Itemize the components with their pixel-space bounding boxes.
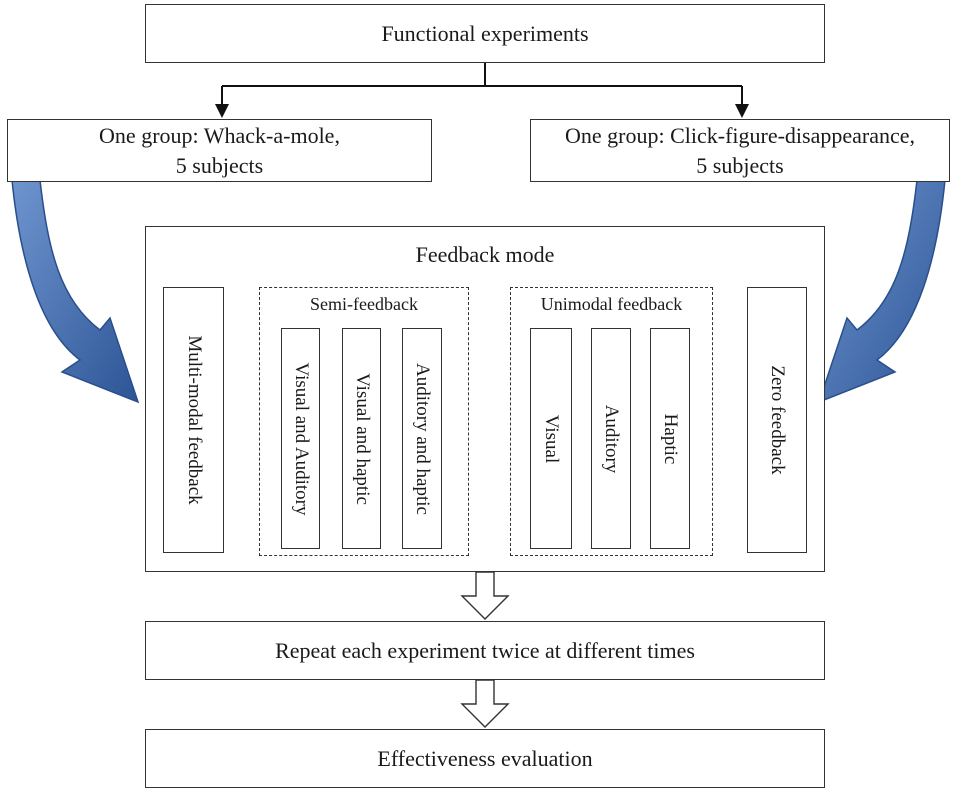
uni-item-haptic: Haptic [650, 328, 690, 549]
feedback-mode-title: Feedback mode [415, 242, 555, 267]
unimodal-feedback-title: Unimodal feedback [540, 294, 683, 314]
arrowhead-left [215, 104, 229, 118]
uni-item-label: Haptic [660, 413, 681, 464]
arrowhead-right [735, 104, 749, 118]
semi-item-visual-haptic: Visual and haptic [342, 328, 381, 549]
uni-item-label: Visual [541, 414, 562, 463]
semi-item-label: Auditory and haptic [412, 362, 433, 515]
right-group-box: One group: Click-figure-disappearance, 5… [530, 119, 950, 182]
unimodal-feedback-group [510, 287, 713, 556]
repeat-experiment-box: Repeat each experiment twice at differen… [145, 621, 825, 680]
left-group-box: One group: Whack-a-mole, 5 subjects [7, 119, 432, 182]
uni-item-visual: Visual [530, 328, 572, 549]
curved-arrow-right [817, 179, 946, 404]
right-group-line1: One group: Click-figure-disappearance, [564, 122, 916, 148]
multi-modal-feedback-label: Multi-modal feedback [183, 335, 205, 505]
feedback-mode-panel [145, 226, 825, 572]
repeat-experiment-label: Repeat each experiment twice at differen… [275, 637, 695, 663]
semi-feedback-title: Semi-feedback [310, 294, 418, 314]
uni-item-label: Auditory [601, 404, 622, 473]
right-group-line2: 5 subjects [696, 152, 784, 178]
semi-item-auditory-haptic: Auditory and haptic [402, 328, 442, 549]
uni-item-auditory: Auditory [591, 328, 631, 549]
effectiveness-evaluation-label: Effectiveness evaluation [377, 745, 593, 771]
effectiveness-evaluation-box: Effectiveness evaluation [145, 729, 825, 788]
zero-feedback-label: Zero feedback [767, 365, 788, 475]
functional-experiments-box: Functional experiments [145, 4, 825, 63]
semi-item-label: Visual and haptic [351, 372, 373, 505]
left-group-line2: 5 subjects [175, 152, 264, 178]
multi-modal-feedback-box: Multi-modal feedback [163, 287, 224, 553]
hollow-arrow-1 [460, 571, 510, 620]
zero-feedback-box: Zero feedback [747, 287, 807, 553]
semi-item-visual-auditory: Visual and Auditory [281, 328, 320, 549]
hollow-arrow-2 [460, 679, 510, 728]
semi-feedback-group [259, 287, 469, 556]
functional-experiments-label: Functional experiments [381, 20, 589, 46]
semi-item-label: Visual and Auditory [290, 362, 312, 515]
split-connector [221, 63, 743, 108]
left-group-line1: One group: Whack-a-mole, [99, 122, 340, 148]
curved-arrow-left [11, 179, 140, 404]
